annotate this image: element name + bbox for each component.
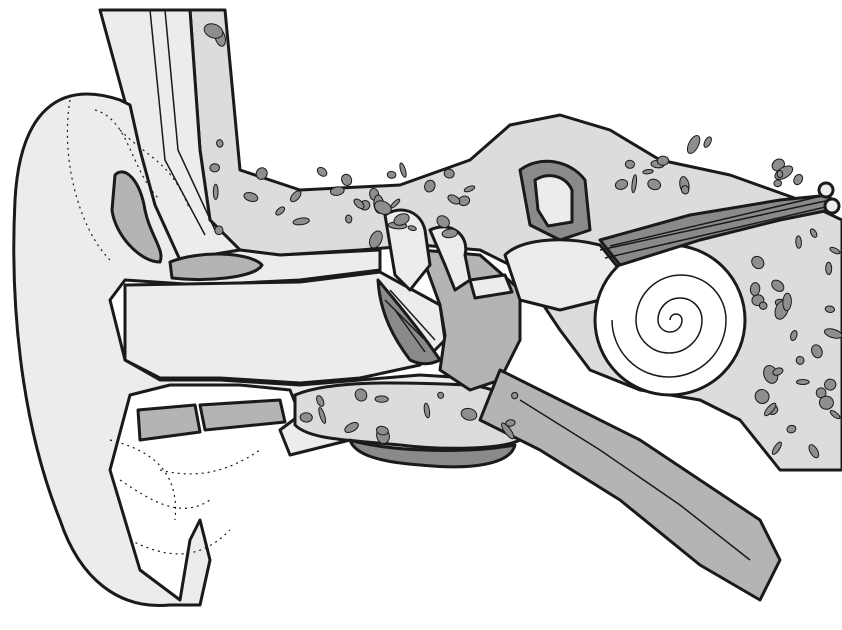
bone-pore <box>210 164 220 173</box>
bone-pore <box>345 215 352 224</box>
bone-pore <box>387 171 396 179</box>
nerve-end-1 <box>819 183 833 197</box>
bone-pore <box>340 173 354 188</box>
bone-pore <box>774 180 782 188</box>
bone-pore <box>316 166 329 179</box>
bone-pore <box>657 156 669 165</box>
cartilage-lobules-lower <box>110 440 260 554</box>
bone-pore <box>625 160 635 169</box>
bone-pore <box>819 396 834 410</box>
bone-pore <box>511 392 518 400</box>
bone-pore <box>300 412 313 422</box>
bone-pore <box>213 184 218 199</box>
bone-pore <box>777 170 783 177</box>
bone-pore <box>796 380 809 385</box>
bone-pore <box>399 162 408 178</box>
bone-pore <box>375 396 388 403</box>
nerve-end-2 <box>825 199 839 213</box>
cartilage-canal-bottom-2 <box>200 400 285 430</box>
bone-pore <box>792 173 805 186</box>
bone-pore <box>685 134 702 156</box>
cartilage-canal-bottom-1 <box>138 405 200 440</box>
bone-pore <box>795 236 801 249</box>
bone-pore <box>216 139 224 148</box>
bone-pore <box>826 262 832 275</box>
bone-pore <box>702 136 712 149</box>
